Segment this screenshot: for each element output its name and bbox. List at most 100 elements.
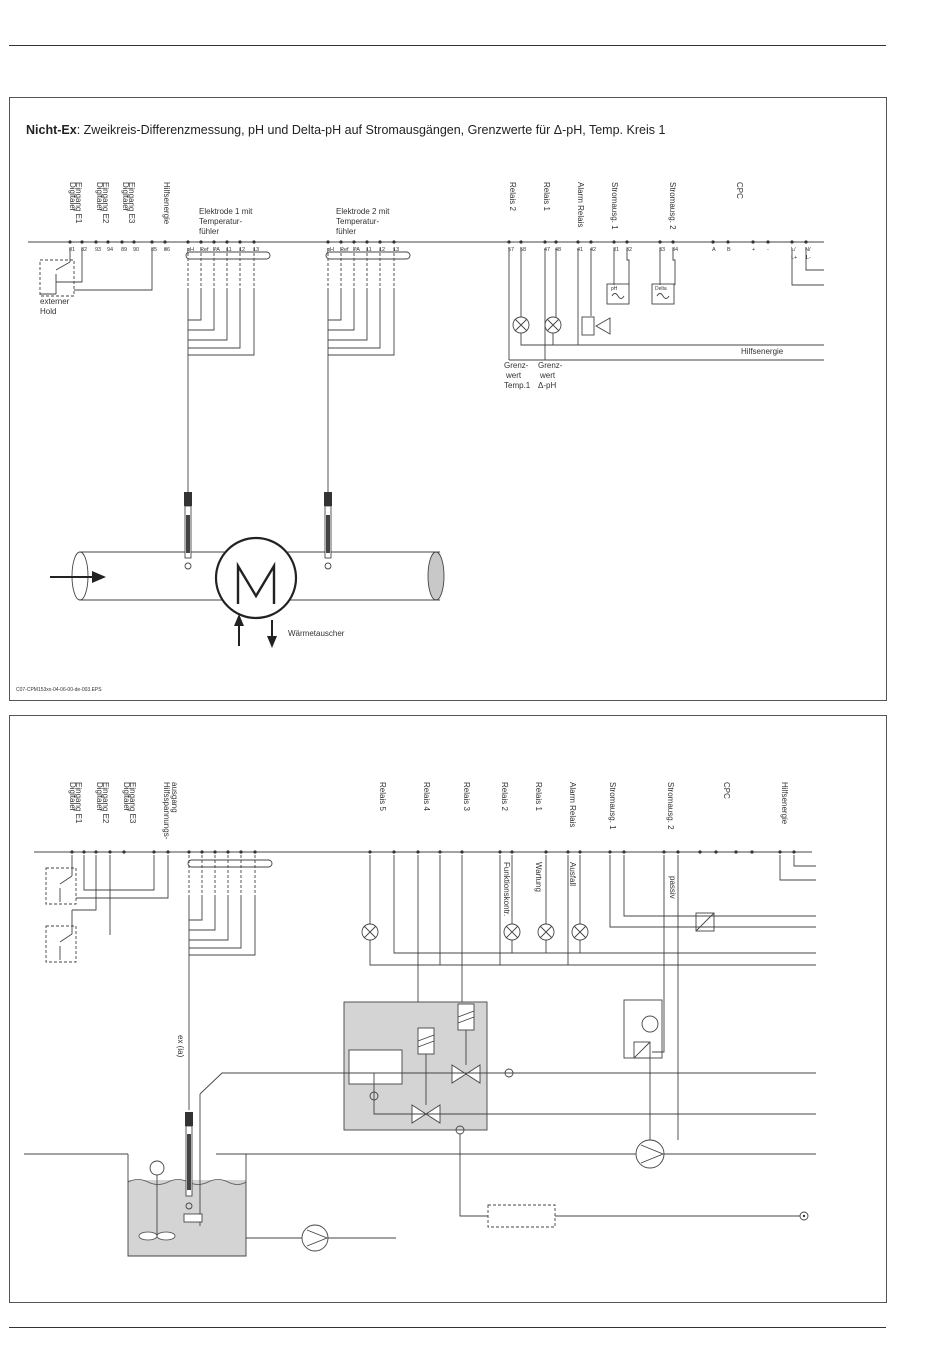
d1-sa1-terminal-dot: [612, 240, 616, 244]
d1-alarm-terminal-dot: [589, 240, 593, 244]
d1-el1-terminal-num: 13: [253, 247, 259, 253]
d1-sa2-terminal-num: 34: [672, 247, 678, 253]
ausfall-label: Ausfall: [568, 862, 577, 886]
d1-el2-terminal-dot: [326, 240, 330, 244]
signal-box: [487, 1204, 556, 1228]
d1-sa2-terminal-dot: [658, 240, 662, 244]
d1-el1-terminal-num: 11: [226, 247, 232, 253]
tank-pump-arrow: [306, 1229, 329, 1247]
d1-label-de1-1: Eingang E1: [74, 182, 83, 224]
exchanger-out-arrow: [267, 636, 277, 648]
d1-el2-terminal-dot: [378, 240, 382, 244]
d1-pw-terminal-num: N/: [805, 247, 811, 253]
main-pump-arrow: [640, 1144, 665, 1164]
check-valve-2-icon: [504, 1068, 514, 1078]
sensor-dashed-leads: [188, 855, 256, 895]
electrode2-cable-sleeve: [325, 251, 411, 260]
d1-terminal-dot: [163, 240, 167, 244]
d2-terminal-dot: [166, 850, 170, 854]
meter-delta-label: Delta: [655, 286, 667, 292]
d2-terminal-dot: [734, 850, 738, 854]
valve-upper: [451, 1064, 481, 1084]
electrode1-line-2: Temperatur-: [199, 217, 242, 226]
d2-terminal-dot: [392, 850, 396, 854]
digital-switch-1: [45, 867, 77, 905]
d1-terminal-dot: [94, 240, 98, 244]
hold-wiring: [56, 248, 153, 291]
lamp-dph-cross: [546, 318, 560, 332]
d2-label-sa2-0: Stromausg. 2: [666, 782, 675, 830]
stirrer-blade-left: [138, 1231, 158, 1241]
d1-el2-terminal-num: Ref: [340, 247, 349, 253]
d1-sa1-terminal-dot: [625, 240, 629, 244]
d1-label-de3-0: Digitaler: [121, 182, 130, 212]
electrode2-dashed-leads: [327, 248, 395, 290]
electrode1-dashed-leads: [187, 248, 255, 290]
flow-arrowhead: [92, 571, 106, 583]
d1-el2-terminal-num: pH: [327, 247, 334, 253]
d1-sa1-terminal-num: 32: [626, 247, 632, 253]
digital-switch-2: [45, 925, 77, 963]
d1-label-cpc-0: CPC: [735, 182, 744, 199]
d1-label-r2-0: Relais 2: [508, 182, 517, 211]
d2-label-r1-0: Relais 1: [534, 782, 543, 811]
d2-terminal-dot: [714, 850, 718, 854]
alarm-horn-icon: [595, 317, 611, 335]
d1-terminal-dot: [106, 240, 110, 244]
d1-terminal-num: 86: [164, 247, 170, 253]
d1-terminal-num: L+: [791, 255, 797, 261]
title-prefix: Nicht-Ex: [26, 123, 77, 137]
d1-r2-terminal-num: 57: [508, 247, 514, 253]
electrode1-line-1: Elektrode 1 mit: [199, 207, 253, 216]
hold-switch-contact: [40, 248, 71, 295]
alarm-relay-coil: [581, 316, 595, 336]
d2-terminal-dot: [94, 850, 98, 854]
d1-el2-terminal-dot: [392, 240, 396, 244]
solenoid-valve-2: [457, 1003, 475, 1031]
electrode2-wiring: [327, 290, 395, 495]
d2-terminal-dot: [578, 850, 582, 854]
d1-label-de2-1: Eingang E2: [101, 182, 110, 224]
d2-label-de1-0: Digitaler: [68, 782, 77, 812]
d1-label-r1-0: Relais 1: [542, 182, 551, 211]
grenz-temp-line-3: Temp.1: [504, 381, 531, 390]
d2-terminal-dot: [662, 850, 666, 854]
transmitter-converter: [633, 1041, 651, 1059]
grenz-temp-line-1: Grenz-: [504, 361, 529, 370]
d2-terminal-dot: [122, 850, 126, 854]
d1-label-de1-0: Digitaler: [68, 182, 77, 212]
transmitter-diagonal: [633, 1041, 651, 1059]
tank-pump-icon: [301, 1224, 329, 1252]
d2-terminal-dot: [498, 850, 502, 854]
d1-terminal-num: 89: [121, 247, 127, 253]
d1-terminal-num: 81: [69, 247, 75, 253]
float-icon: [149, 1160, 165, 1176]
d2-terminal-dot: [544, 850, 548, 854]
electrode1-wiring: [187, 290, 255, 495]
ext-hold-line-2: Hold: [40, 307, 56, 316]
d1-label-de3-1: Eingang E3: [127, 182, 136, 224]
ex-label: ex (ia): [176, 1035, 185, 1058]
d2-terminal-dot: [792, 850, 796, 854]
d1-terminal-num: 93: [95, 247, 101, 253]
bottom-rule: [9, 1327, 886, 1328]
lamp-temp-cross: [514, 318, 528, 332]
d1-cpc-terminal-num: +: [752, 247, 755, 253]
d1-el1-terminal-dot: [225, 240, 229, 244]
d2-terminal-dot: [82, 850, 86, 854]
d2-label-r5-0: Relais 5: [378, 782, 387, 811]
d2-terminal-dot: [698, 850, 702, 854]
d1-pw-terminal-dot: [790, 240, 794, 244]
d1-alarm-terminal-dot: [576, 240, 580, 244]
d2-terminal-dot: [239, 850, 243, 854]
d1-sa2-terminal-num: 33: [659, 247, 665, 253]
d1-el1-terminal-dot: [212, 240, 216, 244]
d1-pw-terminal-dot: [804, 240, 808, 244]
pipe-outlet-end: [427, 551, 445, 601]
d2-terminal-dot: [438, 850, 442, 854]
switch-1-contact: [59, 855, 73, 902]
d2-label-r4-0: Relais 4: [422, 782, 431, 811]
